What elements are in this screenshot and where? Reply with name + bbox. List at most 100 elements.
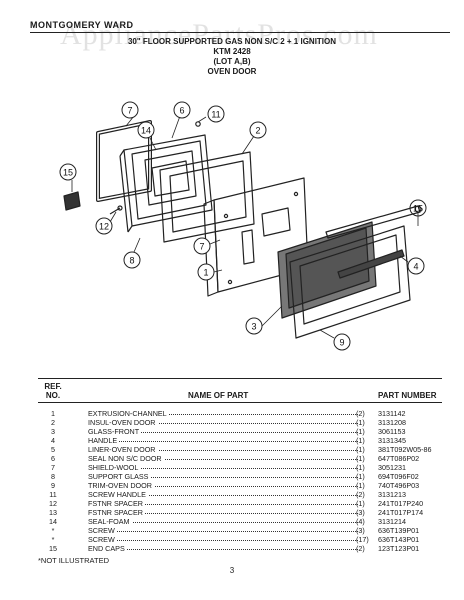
callout-12: 12: [95, 217, 113, 235]
part-name: FSTNR SPACER: [88, 508, 145, 517]
part-name: END CAPS: [88, 544, 127, 553]
svg-text:14: 14: [141, 126, 151, 136]
leader-dots: [88, 549, 358, 550]
part-quantity: (2): [356, 544, 365, 553]
leader-dots: [88, 495, 358, 496]
ref-number: 5: [51, 445, 55, 454]
part-number: 3051231: [378, 463, 406, 472]
header-no: NO.: [45, 391, 61, 400]
handle-part: [337, 249, 405, 279]
part-quantity: (1): [356, 445, 365, 454]
part-name: SEAL NON S/C DOOR: [88, 454, 164, 463]
part-name: TRIM-OVEN DOOR: [88, 481, 154, 490]
part-quantity: (1): [356, 463, 365, 472]
part-number: 241T017P174: [378, 508, 424, 517]
part-quantity: (1): [356, 418, 365, 427]
table-row: 2 INSUL-OVEN DOOR (1) 3131208: [38, 418, 442, 427]
leader-dots: [88, 441, 358, 442]
callout-6: 7: [121, 101, 139, 119]
part-quantity: (1): [356, 481, 365, 490]
part-quantity: (2): [356, 409, 365, 418]
part-quantity: (3): [356, 508, 365, 517]
part-name: SCREW: [88, 526, 117, 535]
part-quantity: (3): [356, 526, 365, 535]
part-number: 3061153: [378, 427, 406, 436]
callout-13: 14: [137, 121, 155, 139]
part-name: INSUL-OVEN DOOR: [88, 418, 158, 427]
svg-text:11: 11: [211, 110, 220, 120]
part-number: 740T496P03: [378, 481, 420, 490]
brand-name: MONTGOMERY WARD: [30, 20, 134, 30]
svg-text:15: 15: [63, 168, 73, 178]
part-number: 636T143P01: [378, 535, 420, 544]
part-number: 694T096F02: [378, 472, 419, 481]
svg-text:12: 12: [99, 222, 109, 232]
svg-text:9: 9: [339, 338, 344, 348]
watermark: AppliancePartsPros.com: [60, 18, 378, 51]
leader-dots: [88, 468, 358, 469]
ref-number: 14: [49, 517, 57, 526]
part-quantity: (2): [356, 490, 365, 499]
callout-8: 8: [123, 251, 141, 269]
part-name: HANDLE: [88, 436, 120, 445]
ref-number: 6: [51, 454, 55, 463]
table-row: *SCREW(3)636T139P01: [38, 526, 442, 535]
leader-dots: [88, 414, 358, 415]
part-name: FSTNR SPACER: [88, 499, 145, 508]
callout-3: 3: [245, 317, 263, 335]
exploded-diagram: 7 6 11 2 14 15 12 8 7 1 15 4 3 9: [59, 101, 427, 351]
screw-handle-part: [195, 121, 201, 127]
ref-number: 11: [49, 490, 57, 499]
callout-5: 6: [173, 101, 191, 119]
part-name: SHIELD-WOOL: [88, 463, 141, 472]
title-line-1: 30" FLOOR SUPPORTED GAS NON S/C 2 + 1 IG…: [127, 37, 337, 46]
callout-15: 15: [409, 199, 427, 217]
ref-number: 15: [49, 544, 57, 553]
leader-dots: [88, 459, 358, 460]
part-number: 381T092W05-86: [378, 445, 432, 454]
header-name-of-part: NAME OF PART: [188, 391, 249, 400]
callout-14: 15: [59, 163, 77, 181]
title-line-2: KTM 2428: [213, 47, 251, 56]
insulation-part: [159, 151, 255, 243]
svg-text:6: 6: [179, 106, 184, 116]
part-name: EXTRUSION-CHANNEL: [88, 409, 169, 418]
table-header-rule: [38, 402, 442, 403]
callout-2: 2: [249, 121, 267, 139]
part-name: SCREW: [88, 535, 117, 544]
leader-dots: [88, 432, 358, 433]
part-name: SEAL-FOAM: [88, 517, 132, 526]
part-number: 3131214: [378, 517, 406, 526]
part-quantity: (17): [356, 535, 369, 544]
ref-number: 4: [51, 436, 55, 445]
ref-number: 1: [51, 409, 55, 418]
liner-oven-door-part: [119, 134, 213, 233]
title-line-3: (LOT A,B): [213, 57, 251, 66]
table-row: 5 LINER-OVEN DOOR (1) 381T092W05-86: [38, 445, 442, 454]
page-number: 3: [229, 566, 235, 575]
table-top-rule: [38, 378, 442, 379]
title-line-4: OVEN DOOR: [207, 67, 257, 76]
part-name: SCREW HANDLE: [88, 490, 148, 499]
part-quantity: (1): [356, 472, 365, 481]
ref-number: 2: [51, 418, 55, 427]
svg-text:2: 2: [255, 126, 260, 136]
header-ref: REF.: [44, 382, 62, 391]
part-number: 3131208: [378, 418, 406, 427]
ref-number: *: [51, 535, 55, 544]
part-number: 647T086P02: [378, 454, 420, 463]
svg-text:1: 1: [203, 268, 208, 278]
part-name: LINER-OVEN DOOR: [88, 445, 158, 454]
svg-text:4: 4: [413, 262, 418, 272]
part-quantity: (1): [356, 454, 365, 463]
header-part-number: PART NUMBER: [378, 391, 437, 400]
part-name: GLASS-FRONT: [88, 427, 142, 436]
leader-dots: [88, 522, 358, 523]
svg-text:8: 8: [129, 256, 134, 266]
